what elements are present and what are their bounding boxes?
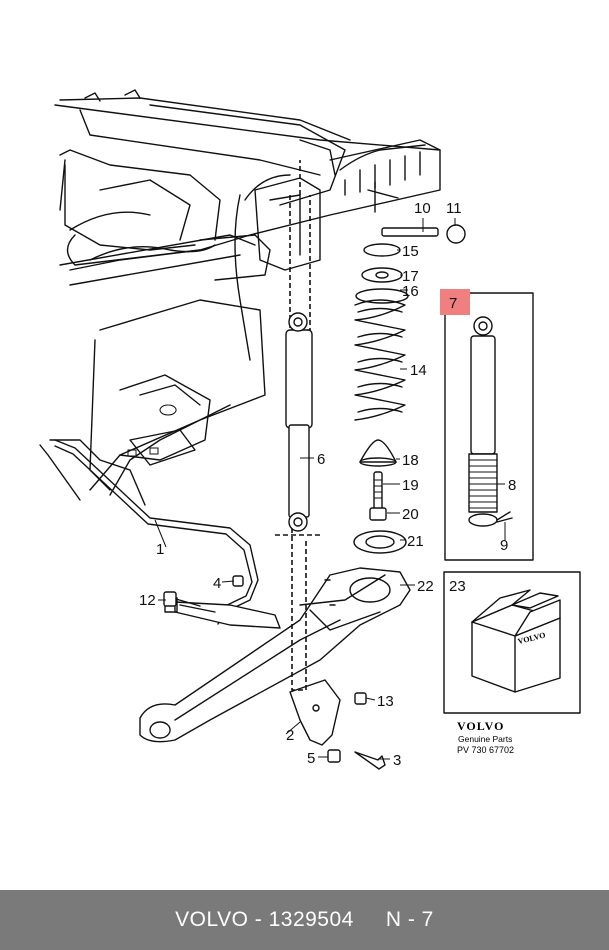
callout-10: 10 xyxy=(414,200,431,217)
trailing-link xyxy=(164,597,281,629)
hardware xyxy=(163,575,386,770)
callout-15: 15 xyxy=(402,243,419,260)
top-mount-parts xyxy=(355,181,466,304)
genuine-brand: VOLVO xyxy=(457,719,504,733)
genuine-code: PV 730 67702 xyxy=(457,745,514,755)
callout-12: 12 xyxy=(139,592,156,609)
callout-18: 18 xyxy=(402,452,419,469)
coil-spring xyxy=(354,299,406,421)
footer-diagram-ref: N - 7 xyxy=(385,908,434,931)
callout-numbers: 1 2 3 4 5 6 7 8 9 10 11 12 13 14 15 16 1… xyxy=(139,200,516,769)
control-arm xyxy=(139,567,411,743)
callout-8: 8 xyxy=(508,477,516,494)
detail-box-shock xyxy=(440,289,534,561)
callout-22: 22 xyxy=(417,578,434,595)
callout-6: 6 xyxy=(317,451,325,468)
callout-11: 11 xyxy=(446,200,462,217)
callout-23: 23 xyxy=(449,578,466,595)
callout-14: 14 xyxy=(410,362,427,379)
mounting-bracket xyxy=(289,679,341,746)
callout-7: 7 xyxy=(449,295,457,312)
detail-box-package: VOLVO VOLVO Genuine Parts PV 730 67702 xyxy=(443,571,581,755)
callout-17: 17 xyxy=(402,268,419,285)
callout-19: 19 xyxy=(402,477,419,494)
callout-5: 5 xyxy=(307,750,315,767)
footer-bar: VOLVO - 1329504 N - 7 xyxy=(0,890,609,950)
callout-4: 4 xyxy=(213,575,221,592)
callout-2: 2 xyxy=(286,727,294,744)
highlight-label-7 xyxy=(440,289,470,315)
lower-spring-parts xyxy=(353,439,407,554)
callout-1: 1 xyxy=(156,541,164,558)
callout-21: 21 xyxy=(407,533,424,550)
footer-part-number: VOLVO - 1329504 xyxy=(175,908,354,931)
vehicle-frame-drawing xyxy=(39,89,441,506)
exploded-parts-diagram: VOLVO VOLVO Genuine Parts PV 730 67702 1… xyxy=(39,89,581,770)
leader-lines xyxy=(154,218,506,760)
genuine-line: Genuine Parts xyxy=(458,734,512,744)
shock-absorber xyxy=(285,312,313,532)
callout-13: 13 xyxy=(377,693,394,710)
callout-3: 3 xyxy=(393,752,401,769)
callout-20: 20 xyxy=(402,506,419,523)
callout-16: 16 xyxy=(402,283,419,300)
stabilizer-bar xyxy=(54,439,259,625)
callout-9: 9 xyxy=(500,537,508,554)
